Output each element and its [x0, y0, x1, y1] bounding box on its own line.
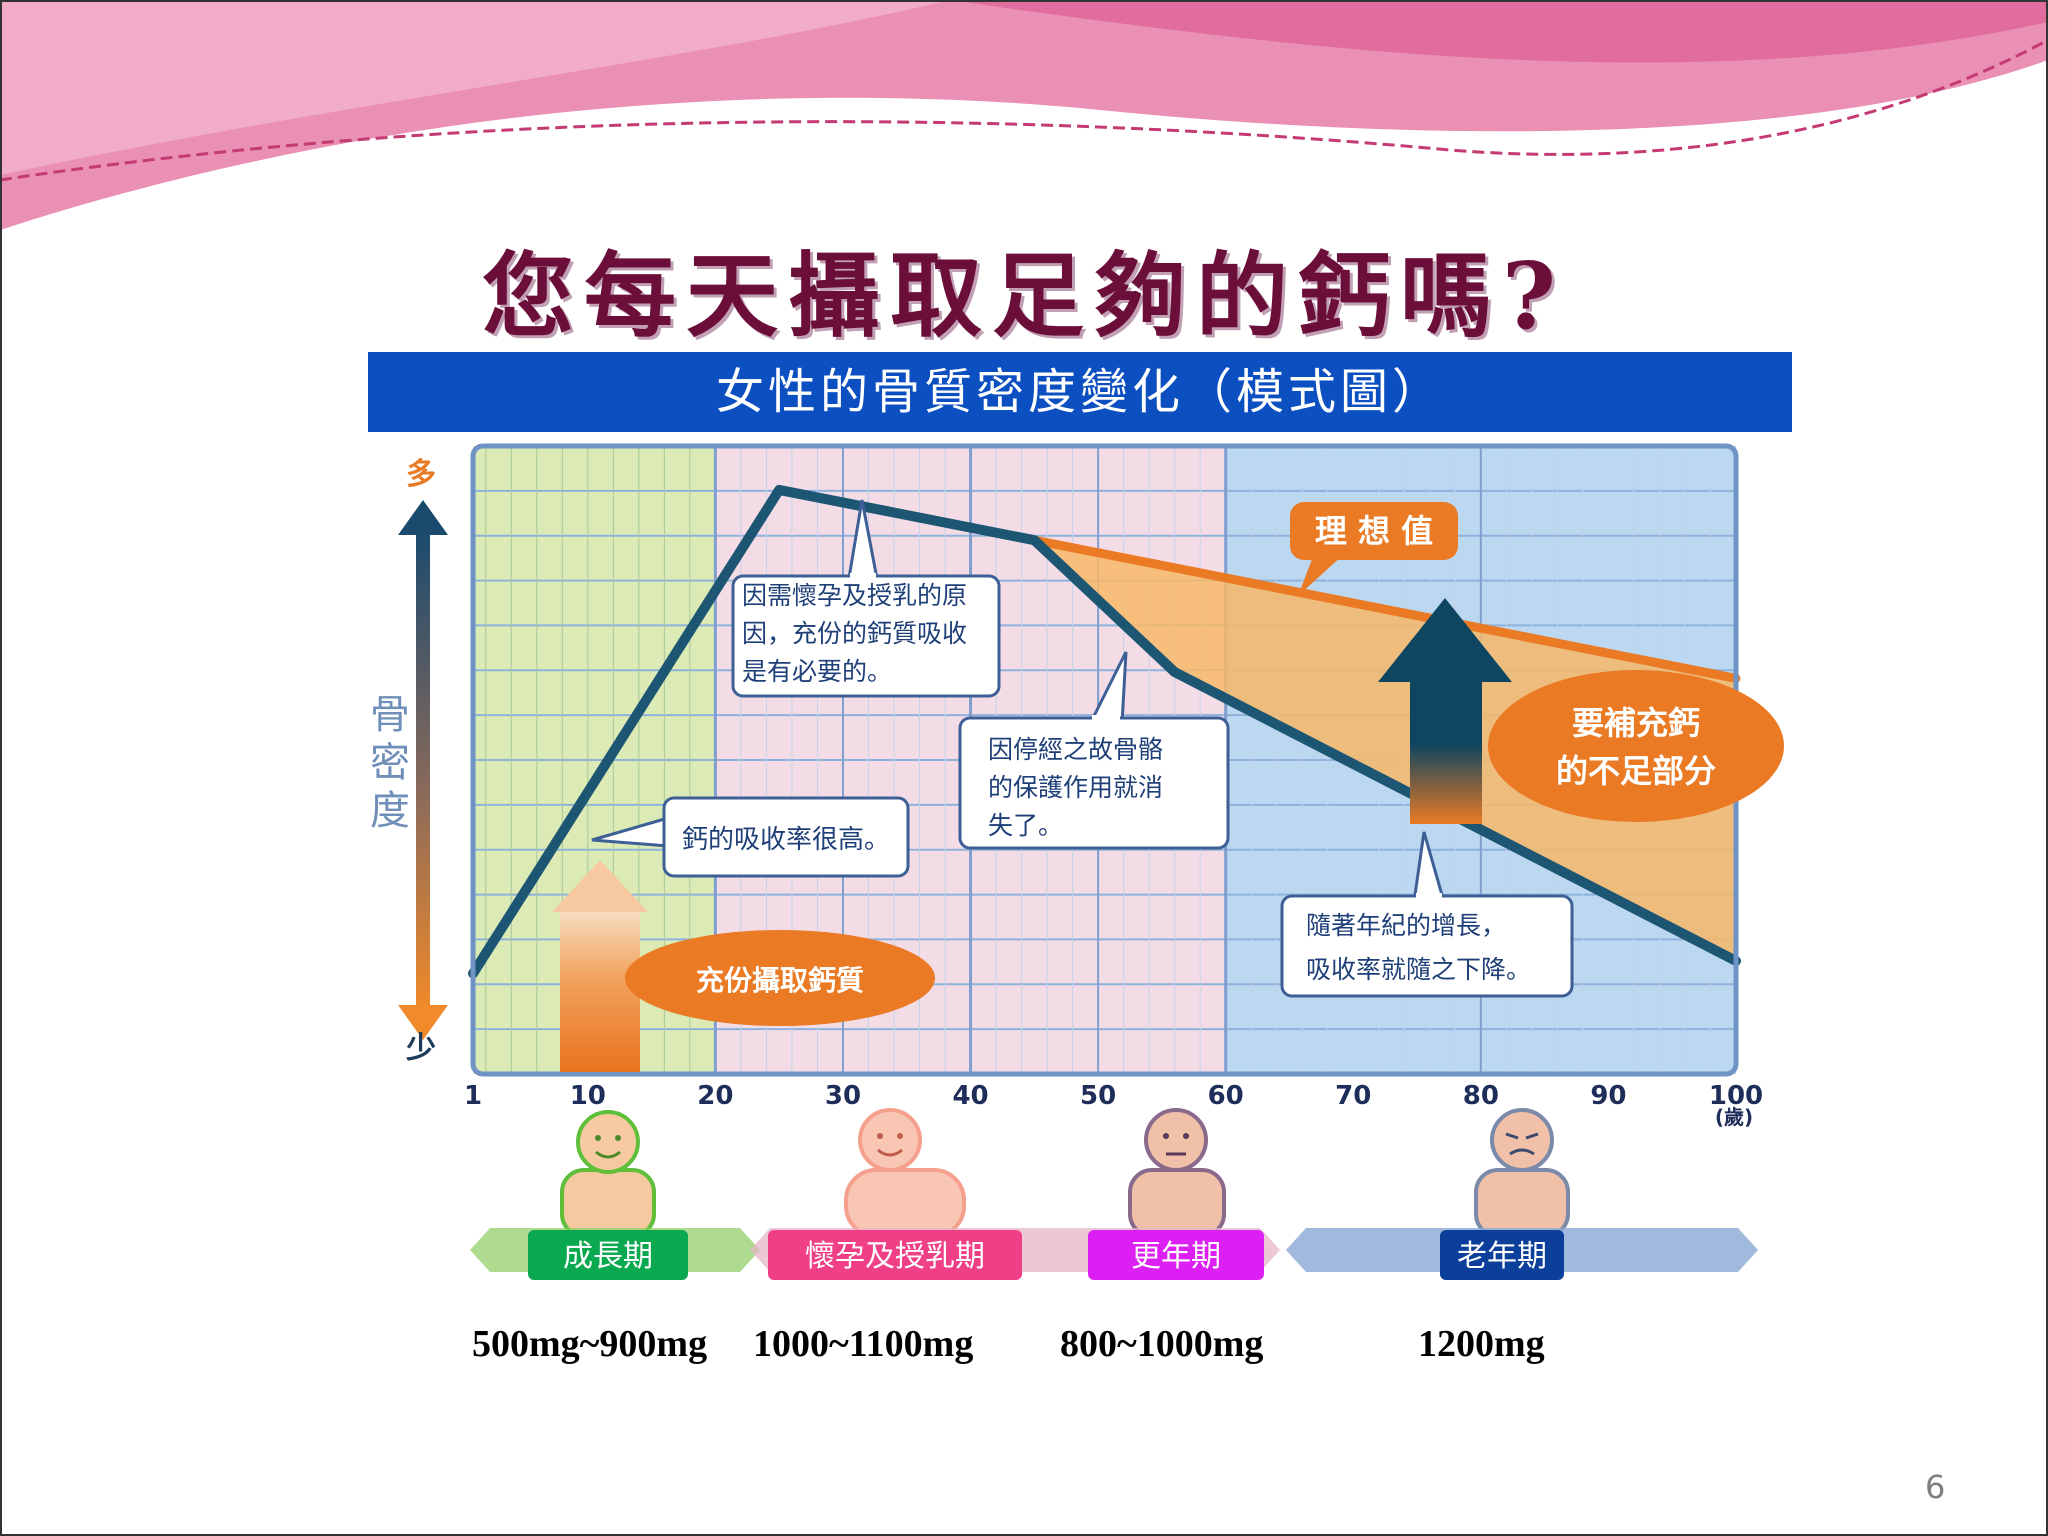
x-tick-label: 1 — [464, 1081, 482, 1111]
meno-lines-line: 因停經之故骨骼 — [988, 735, 1163, 764]
y-axis-label-char: 度 — [370, 788, 410, 834]
x-tick-label: 60 — [1208, 1081, 1244, 1111]
preg-lines-line: 是有必要的。 — [742, 657, 892, 686]
absorption-text: 鈣的吸收率很高。 — [682, 825, 890, 855]
x-tick-label: 100 — [1709, 1081, 1763, 1111]
intake-bubble: 充份攝取鈣質 — [625, 930, 935, 1026]
dose-pregnancy: 1000~1100mg — [753, 1323, 974, 1365]
x-tick-label: 40 — [952, 1081, 988, 1111]
slide-title: 您每天攝取足夠的鈣嗎? — [482, 242, 1566, 350]
bone-density-line — [468, 484, 1741, 979]
chart-title-bar: 女性的骨質密度變化（模式圖） — [368, 352, 1792, 432]
dose-elderly: 1200mg — [1418, 1323, 1545, 1365]
period-badge-1 — [768, 1230, 1022, 1280]
x-tick-label: 90 — [1590, 1081, 1626, 1111]
x-unit-label: (歲) — [1715, 1105, 1753, 1129]
x-tick-label: 10 — [570, 1081, 606, 1111]
period-badge-label: 成長期 — [563, 1239, 653, 1274]
period-badge-3 — [1440, 1230, 1564, 1280]
intake-text: 充份攝取鈣質 — [696, 964, 864, 997]
x-tick-label: 50 — [1080, 1081, 1116, 1111]
y-axis-label-char: 密 — [370, 740, 410, 786]
ideal-value-callout: 理 想 值 — [1290, 502, 1458, 596]
x-tick-label: 70 — [1335, 1081, 1371, 1111]
period-badge-2 — [1088, 1230, 1264, 1280]
period-badge-label: 更年期 — [1131, 1239, 1221, 1274]
preg-lines-line: 因，充份的鈣質吸收 — [742, 619, 967, 648]
intake-up-arrow — [552, 860, 648, 1072]
page-number: 6 — [1925, 1468, 1946, 1506]
ideal-value-text: 理 想 值 — [1315, 512, 1433, 550]
y-axis-label: 骨密度 — [370, 692, 410, 834]
y-axis-label-char: 骨 — [370, 692, 410, 738]
x-tick-label: 20 — [697, 1081, 733, 1111]
period-badge-0 — [528, 1230, 688, 1280]
dose-menopause: 800~1000mg — [1060, 1323, 1264, 1365]
period-badge-label: 懷孕及授乳期 — [805, 1239, 985, 1274]
x-tick-label: 30 — [825, 1081, 861, 1111]
supp-lines-line: 要補充鈣 — [1572, 704, 1700, 742]
elderly-figure-icon — [1474, 1108, 1570, 1238]
meno-lines-line: 失了。 — [988, 811, 1063, 840]
supplement-up-arrow — [1378, 598, 1512, 824]
pregnant-figure-icon — [844, 1108, 966, 1238]
y-bottom-label: 少 — [406, 1031, 436, 1066]
dose-growth: 500mg~900mg — [472, 1323, 708, 1365]
meno-lines-line: 的保護作用就消 — [988, 773, 1163, 802]
menopause-figure-icon — [1128, 1108, 1226, 1238]
growth-figure-icon — [560, 1110, 656, 1238]
x-tick-label: 80 — [1463, 1081, 1499, 1111]
top-wave-decoration — [0, 0, 2048, 230]
aging-lines-line: 隨著年紀的增長， — [1306, 911, 1506, 940]
y-axis-arrow — [398, 500, 448, 1040]
aging-callout: 隨著年紀的增長， 吸收率就隨之下降。 — [1280, 831, 1574, 998]
supp-lines-line: 的不足部分 — [1556, 752, 1716, 790]
preg-lines-line: 因需懷孕及授乳的原 — [742, 581, 967, 610]
period-badge-label: 老年期 — [1457, 1239, 1547, 1274]
absorption-callout: 鈣的吸收率很高。 — [591, 796, 910, 878]
aging-lines-line: 吸收率就隨之下降。 — [1306, 955, 1531, 984]
y-top-label: 多 — [406, 457, 436, 492]
